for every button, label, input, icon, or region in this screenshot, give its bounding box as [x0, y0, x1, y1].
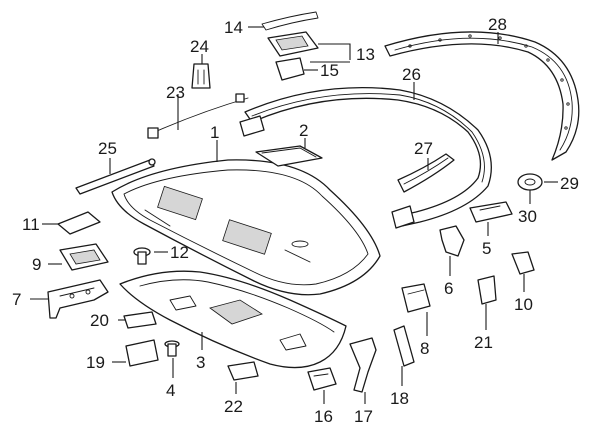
part-21-hinge	[477, 275, 497, 305]
callout-22: 22	[224, 397, 243, 416]
part-15-bracket	[275, 57, 305, 81]
part-12-grommet	[133, 247, 151, 265]
callout-9: 9	[32, 255, 41, 274]
callout-4: 4	[166, 381, 175, 400]
callout-26: 26	[402, 65, 421, 84]
part-13-latch	[267, 31, 319, 57]
part-19-bracket	[125, 339, 159, 367]
callout-1: 1	[210, 123, 219, 142]
part-3-trim-panel	[119, 270, 347, 369]
part-27-seal	[397, 153, 455, 193]
callout-3: 3	[196, 353, 205, 372]
callout-16: 16	[314, 407, 333, 426]
callout-18: 18	[390, 389, 409, 408]
part-10-cover	[511, 251, 535, 275]
leader-lines	[30, 26, 558, 404]
callout-23: 23	[166, 83, 185, 102]
callout-11: 11	[22, 215, 40, 234]
callout-19: 19	[86, 353, 105, 372]
callout-17: 17	[354, 407, 373, 426]
part-11-pad	[57, 211, 101, 235]
callout-8: 8	[420, 339, 429, 358]
part-16-block	[307, 367, 337, 391]
part-6-hinge	[439, 225, 465, 257]
part-23-cable	[147, 93, 249, 139]
callout-labels: 1 2 3 4 5 6 7 8 9 10 11 12 13 14 15 16 1…	[12, 15, 579, 426]
part-5-bracket	[469, 201, 513, 223]
callout-12: 12	[170, 243, 189, 262]
callout-2: 2	[299, 121, 308, 140]
callout-6: 6	[444, 279, 453, 298]
part-28-weatherstrip	[384, 31, 580, 161]
callout-27: 27	[414, 139, 433, 158]
part-9-module	[59, 243, 109, 271]
part-14-strap	[261, 11, 319, 31]
callout-15: 15	[320, 61, 339, 80]
callout-7: 7	[12, 290, 21, 309]
part-8-latch	[401, 283, 431, 313]
callout-30: 30	[518, 207, 537, 226]
callout-14: 14	[224, 18, 243, 37]
callout-29: 29	[560, 174, 579, 193]
callout-24: 24	[190, 37, 209, 56]
callout-28: 28	[488, 15, 507, 34]
part-30-knob	[517, 173, 543, 191]
part-2-pad	[255, 145, 323, 167]
part-20-clip	[123, 311, 157, 329]
part-1-roof-panel	[111, 159, 381, 296]
part-7-bracket	[47, 279, 109, 319]
callout-13: 13	[356, 45, 375, 64]
part-18-bracket	[393, 325, 415, 367]
callout-21: 21	[474, 333, 493, 352]
callout-25: 25	[98, 139, 117, 158]
callout-20: 20	[90, 311, 109, 330]
part-17-pad	[349, 337, 377, 393]
callout-10: 10	[514, 295, 533, 314]
part-4-pin	[164, 340, 180, 357]
part-22-clip	[227, 361, 259, 381]
callout-5: 5	[482, 239, 491, 258]
part-24-clip	[191, 63, 211, 89]
part-26-frame-seal	[239, 86, 492, 229]
part-25-rod	[75, 158, 156, 195]
